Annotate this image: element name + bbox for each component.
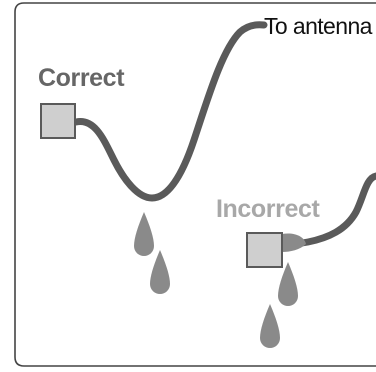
correct-water-drop-2	[150, 250, 170, 294]
diagram-frame	[14, 2, 376, 367]
correct-label: Correct	[38, 64, 125, 92]
correct-installation	[40, 21, 268, 294]
incorrect-water-collect	[282, 233, 306, 252]
correct-water-drop-1	[134, 212, 154, 256]
incorrect-water-drop-1	[278, 262, 298, 306]
incorrect-label: Incorrect	[216, 195, 320, 223]
correct-cable-drip-loop	[72, 21, 268, 202]
incorrect-installation	[246, 172, 376, 348]
incorrect-water-drop-2	[260, 304, 280, 348]
correct-connector	[40, 103, 76, 139]
to-antenna-label: To antenna	[264, 13, 373, 39]
incorrect-connector	[246, 232, 283, 268]
